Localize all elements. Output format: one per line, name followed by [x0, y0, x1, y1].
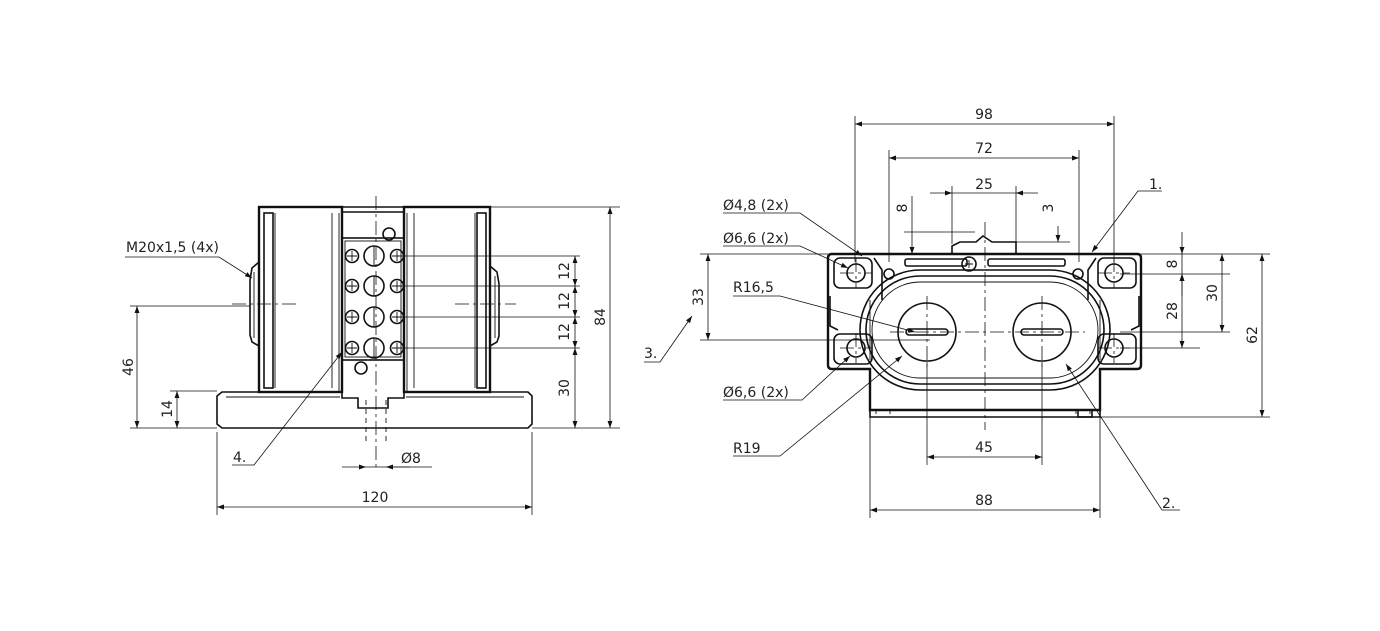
top-labels: 98 72 25 8 3 Ø4,8 (2x) Ø6,6 (2x) R16,5 3… — [644, 107, 1261, 512]
dim-88: 88 — [975, 493, 993, 509]
dim-28: 28 — [1165, 302, 1181, 320]
front-dimensions — [125, 206, 620, 515]
bottom-screw — [354, 361, 368, 375]
item-3-label: 3. — [644, 346, 657, 362]
dim-12-a: 12 — [557, 262, 573, 280]
dim-46: 46 — [121, 358, 137, 376]
dim-120: 120 — [362, 490, 389, 506]
dim-33: 33 — [691, 288, 707, 306]
dim-98: 98 — [975, 107, 993, 123]
r-16-5: R16,5 — [733, 280, 774, 296]
dim-3: 3 — [1041, 204, 1057, 213]
dim-dia-8: Ø8 — [401, 451, 421, 467]
dim-30-top: 30 — [1205, 284, 1221, 302]
item-1-label: 1. — [1149, 177, 1162, 193]
top-housing-outer — [859, 269, 1111, 391]
front-labels: M20x1,5 (4x) 46 14 12 12 12 30 84 Ø8 120… — [121, 240, 609, 506]
dim-84: 84 — [593, 308, 609, 326]
dim-72: 72 — [975, 141, 993, 157]
front-left-gland — [249, 261, 260, 347]
dia-6-6-top: Ø6,6 (2x) — [723, 231, 789, 247]
item-2-label: 2. — [1162, 496, 1175, 512]
top-dimensions — [644, 116, 1270, 518]
dim-62: 62 — [1245, 326, 1261, 344]
terminal-screws — [344, 245, 405, 359]
terminal-block — [341, 237, 405, 361]
front-right-gland — [489, 265, 500, 347]
dim-8-left: 8 — [895, 204, 911, 213]
dim-45: 45 — [975, 440, 993, 456]
dim-14: 14 — [160, 400, 176, 418]
dim-30-front: 30 — [557, 379, 573, 397]
dia-6-6-bottom: Ø6,6 (2x) — [723, 385, 789, 401]
top-view — [826, 222, 1143, 430]
front-left-housing — [257, 205, 344, 394]
front-view — [216, 196, 533, 470]
top-screw — [382, 227, 396, 241]
dim-12-c: 12 — [557, 323, 573, 341]
dim-25: 25 — [975, 177, 993, 193]
r-19: R19 — [733, 441, 761, 457]
dia-4-8: Ø4,8 (2x) — [723, 198, 789, 214]
dim-8-right: 8 — [1165, 260, 1181, 269]
item-4-label: 4. — [233, 450, 246, 466]
thread-callout: M20x1,5 (4x) — [126, 240, 219, 256]
dim-12-b: 12 — [557, 292, 573, 310]
